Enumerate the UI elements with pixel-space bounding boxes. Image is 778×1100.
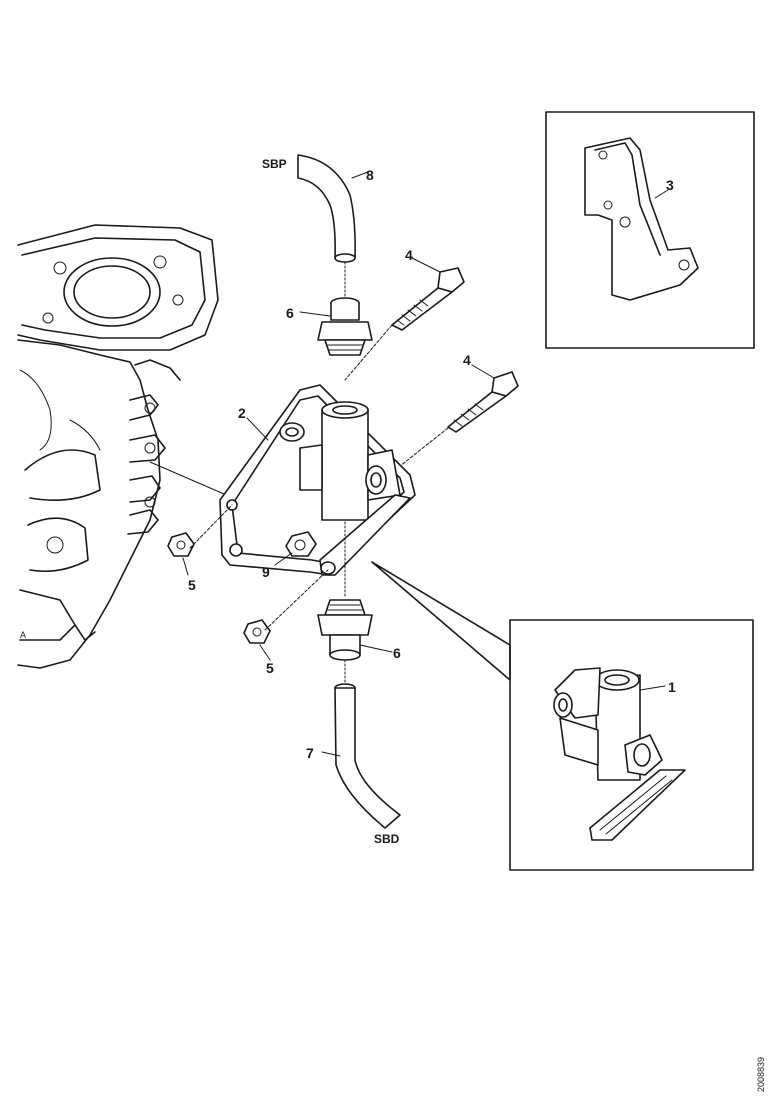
inset-tpiece-1 — [509, 619, 754, 871]
hose-upper — [297, 154, 369, 263]
figure-code: 2008839 — [756, 1057, 766, 1092]
engine-block: A — [17, 224, 219, 669]
union-upper — [299, 297, 373, 356]
callout-6-lower: 6 — [393, 645, 401, 661]
callout-1: 1 — [668, 679, 676, 695]
callout-6-upper: 6 — [286, 305, 294, 321]
inset-bracket-3 — [545, 111, 755, 349]
nut-5-left — [167, 504, 233, 576]
hose-lower — [321, 683, 401, 829]
callout-3: 3 — [666, 177, 674, 193]
callout-5-lower: 5 — [266, 660, 274, 676]
bracket-assembly — [219, 384, 416, 576]
callout-8: 8 — [366, 167, 374, 183]
bolt-upper — [344, 257, 465, 381]
nut-9 — [274, 531, 317, 566]
bolt-lower — [379, 364, 519, 483]
nut-5-lower — [243, 569, 329, 661]
callout-4-upper: 4 — [405, 247, 413, 263]
hose-bottom-label: SBD — [374, 832, 400, 846]
callout-7: 7 — [306, 745, 314, 761]
callout-2: 2 — [238, 405, 246, 421]
callout-5-left: 5 — [188, 577, 196, 593]
hose-top-label: SBP — [262, 157, 287, 171]
callout-9: 9 — [262, 564, 270, 580]
union-lower — [317, 599, 393, 661]
svg-text:A: A — [20, 630, 26, 640]
callout-4-lower: 4 — [463, 352, 471, 368]
